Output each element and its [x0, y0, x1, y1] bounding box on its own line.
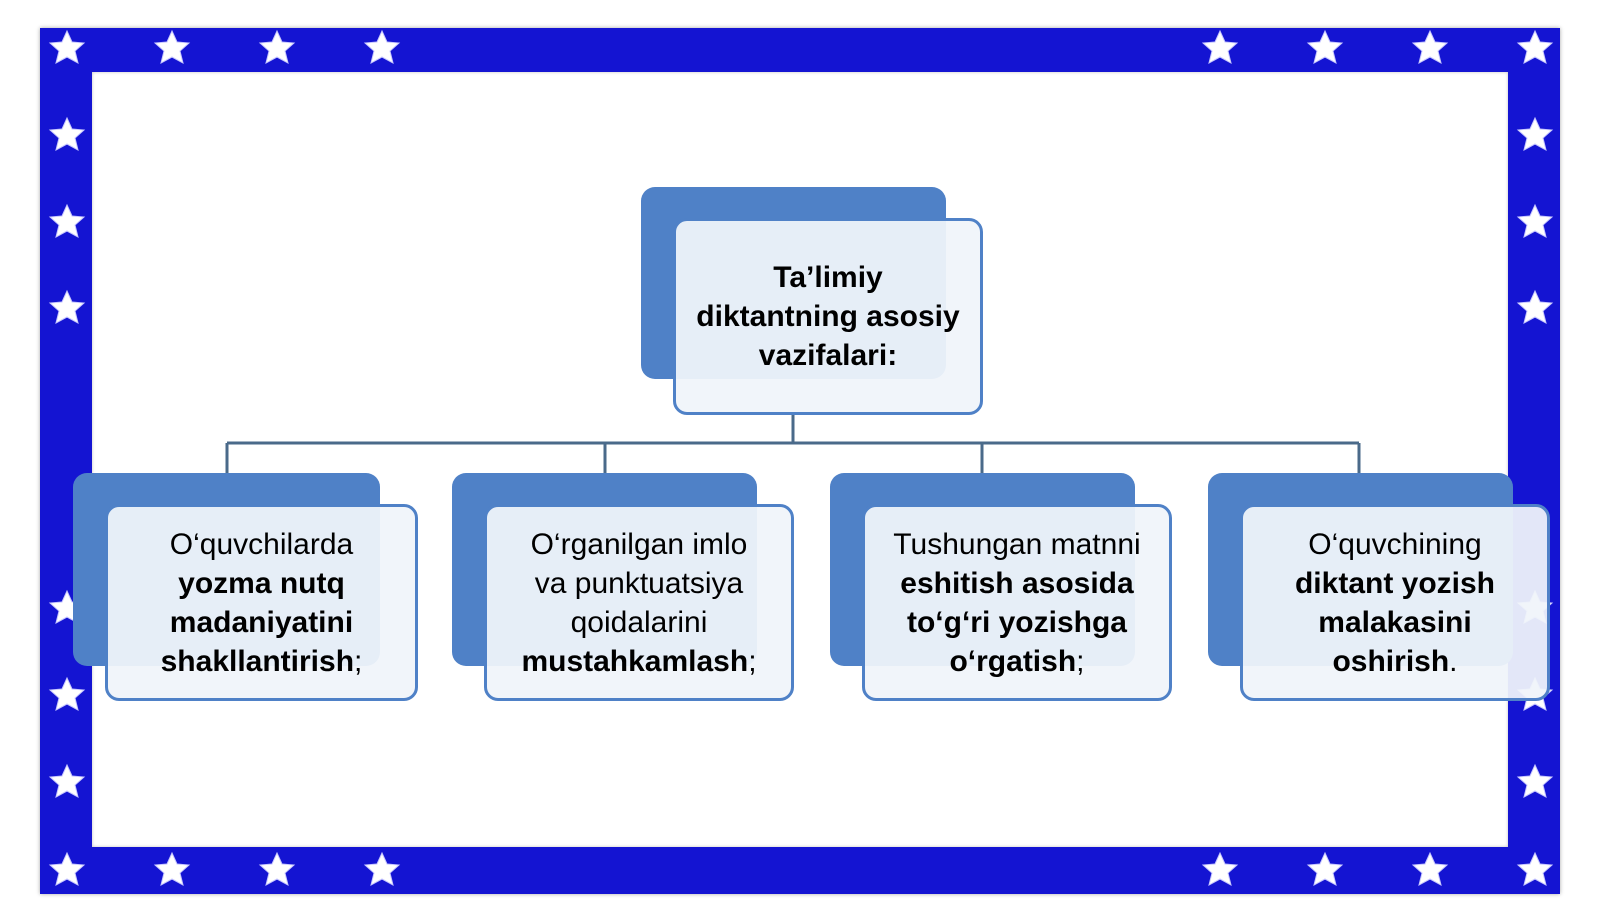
- star-icon: [1305, 850, 1345, 890]
- star-icon: [1515, 762, 1555, 802]
- child-4-text-bold-3: oshirish: [1332, 644, 1450, 678]
- child-node-3-box: Tushungan matnni eshitish asosida to‘g‘r…: [862, 504, 1172, 701]
- child-3-text-tail: ;: [1076, 644, 1085, 678]
- child-2-text-normal-3: qoidalarini: [570, 605, 708, 639]
- star-icon: [47, 288, 87, 328]
- child-4-text-bold-1: diktant yozish: [1294, 566, 1496, 600]
- star-icon: [47, 762, 87, 802]
- star-icon: [257, 28, 297, 68]
- child-node-4-box: O‘quvchining diktant yozish malakasini o…: [1240, 504, 1550, 701]
- star-icon: [47, 202, 87, 242]
- star-icon: [362, 28, 402, 68]
- child-2-text-normal-1: O‘rganilgan imlo: [530, 527, 748, 561]
- child-1-text-normal: O‘quvchilarda: [169, 527, 354, 561]
- star-icon: [47, 28, 87, 68]
- child-1-text-tail: ;: [354, 644, 363, 678]
- star-icon: [152, 850, 192, 890]
- star-icon: [362, 850, 402, 890]
- star-icon: [1515, 850, 1555, 890]
- child-2-text-bold-1: mustahkamlash: [521, 644, 749, 678]
- child-4-text-tail: .: [1449, 644, 1458, 678]
- child-3-text-bold-1: eshitish asosida: [900, 566, 1134, 600]
- child-node-4: O‘quvchining diktant yozish malakasini o…: [1208, 473, 1550, 701]
- star-icon: [1410, 850, 1450, 890]
- child-node-2-box: O‘rganilgan imlo va punktuatsiya qoidala…: [484, 504, 794, 701]
- child-node-1: O‘quvchilarda yozma nutq madaniyatini sh…: [73, 473, 418, 701]
- child-node-1-box: O‘quvchilarda yozma nutq madaniyatini sh…: [105, 504, 418, 701]
- child-4-text-bold-2: malakasini: [1318, 605, 1472, 639]
- star-icon: [47, 115, 87, 155]
- child-1-text-bold-1: yozma nutq: [178, 566, 345, 600]
- child-2-text-tail: ;: [748, 644, 757, 678]
- child-1-text-bold-2: madaniyatini: [169, 605, 354, 639]
- child-1-text-bold-3: shakllantirish: [160, 644, 355, 678]
- root-title-line-2: diktantning asosiy: [696, 300, 960, 333]
- star-icon: [152, 28, 192, 68]
- star-icon: [257, 850, 297, 890]
- star-icon: [1515, 115, 1555, 155]
- root-title-line-1: Ta’limiy: [773, 261, 883, 294]
- child-2-text-normal-2: va punktuatsiya: [534, 566, 744, 600]
- child-4-text-normal: O‘quvchining: [1308, 527, 1482, 561]
- child-3-text-normal: Tushungan matnni: [893, 527, 1141, 561]
- child-3-text-bold-3: o‘rgatish: [949, 644, 1077, 678]
- star-icon: [1200, 850, 1240, 890]
- star-icon: [1515, 202, 1555, 242]
- root-node-box: Ta’limiy diktantning asosiy vazifalari:: [673, 218, 983, 415]
- star-icon: [1410, 28, 1450, 68]
- star-icon: [1305, 28, 1345, 68]
- star-icon: [1200, 28, 1240, 68]
- child-3-text-bold-2: to‘g‘ri yozishga: [906, 605, 1127, 639]
- star-icon: [47, 675, 87, 715]
- star-icon: [1515, 28, 1555, 68]
- child-node-3: Tushungan matnni eshitish asosida to‘g‘r…: [830, 473, 1172, 701]
- star-icon: [47, 850, 87, 890]
- star-icon: [1515, 288, 1555, 328]
- root-title-line-3: vazifalari:: [758, 339, 898, 372]
- root-node: Ta’limiy diktantning asosiy vazifalari:: [641, 187, 983, 415]
- child-node-2: O‘rganilgan imlo va punktuatsiya qoidala…: [452, 473, 794, 701]
